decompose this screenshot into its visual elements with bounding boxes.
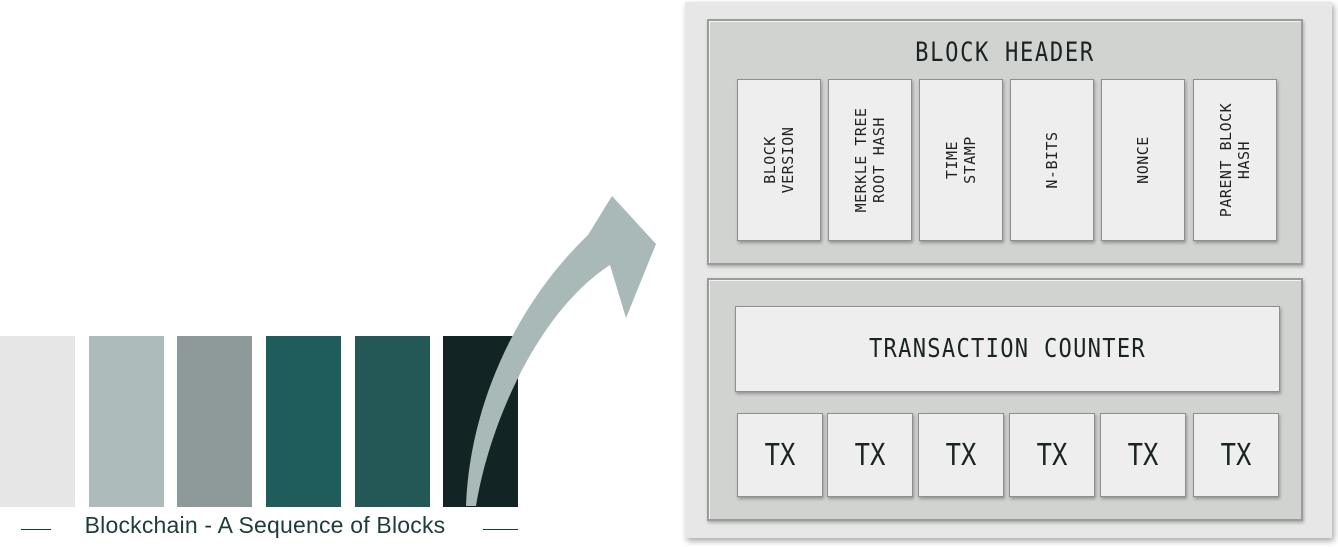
- transactions-section: TRANSACTION COUNTER TX TX TX TX TX TX: [707, 278, 1303, 521]
- header-field: MERKLE TREE ROOT HASH: [828, 79, 912, 241]
- transaction-box: TX: [737, 413, 823, 497]
- curved-arrow-icon: [466, 196, 656, 506]
- header-field-label: NONCE: [1134, 136, 1152, 184]
- transaction-label: TX: [854, 438, 886, 473]
- caption-line-left: [21, 529, 51, 530]
- transaction-label: TX: [1127, 438, 1159, 473]
- transaction-counter-box: TRANSACTION COUNTER: [735, 306, 1280, 392]
- header-field: PARENT BLOCK HASH: [1193, 79, 1277, 241]
- chain-block: [177, 336, 252, 507]
- header-field: NONCE: [1101, 79, 1185, 241]
- chain-caption: Blockchain - A Sequence of Blocks: [84, 512, 446, 538]
- header-field-label: N-BITS: [1043, 131, 1061, 189]
- chain-block: [355, 336, 430, 507]
- header-field-label: BLOCK VERSION: [761, 126, 797, 194]
- block-header-title: BLOCK HEADER: [915, 37, 1095, 68]
- header-field-label: MERKLE TREE ROOT HASH: [852, 107, 888, 213]
- chain-block: [89, 336, 164, 507]
- header-field: TIME STAMP: [919, 79, 1003, 241]
- transaction-label: TX: [1036, 438, 1068, 473]
- header-field: N-BITS: [1010, 79, 1094, 241]
- transaction-label: TX: [764, 438, 796, 473]
- transaction-counter-label: TRANSACTION COUNTER: [868, 334, 1147, 364]
- header-field-label: PARENT BLOCK HASH: [1217, 102, 1253, 218]
- transaction-box: TX: [1009, 413, 1095, 497]
- transaction-box: TX: [1100, 413, 1186, 497]
- header-field: BLOCK VERSION: [737, 79, 821, 241]
- header-field-label: TIME STAMP: [943, 136, 979, 184]
- transaction-box: TX: [1193, 413, 1279, 497]
- caption-line-right: [483, 529, 518, 530]
- block-header-section: BLOCK HEADER BLOCK VERSION MERKLE TREE RO…: [707, 19, 1303, 265]
- transaction-label: TX: [1220, 438, 1252, 473]
- chain-block: [0, 336, 75, 507]
- transaction-box: TX: [827, 413, 913, 497]
- chain-block: [266, 336, 341, 507]
- block-structure-panel: BLOCK HEADER BLOCK VERSION MERKLE TREE RO…: [685, 2, 1332, 538]
- transaction-label: TX: [945, 438, 977, 473]
- transaction-box: TX: [918, 413, 1004, 497]
